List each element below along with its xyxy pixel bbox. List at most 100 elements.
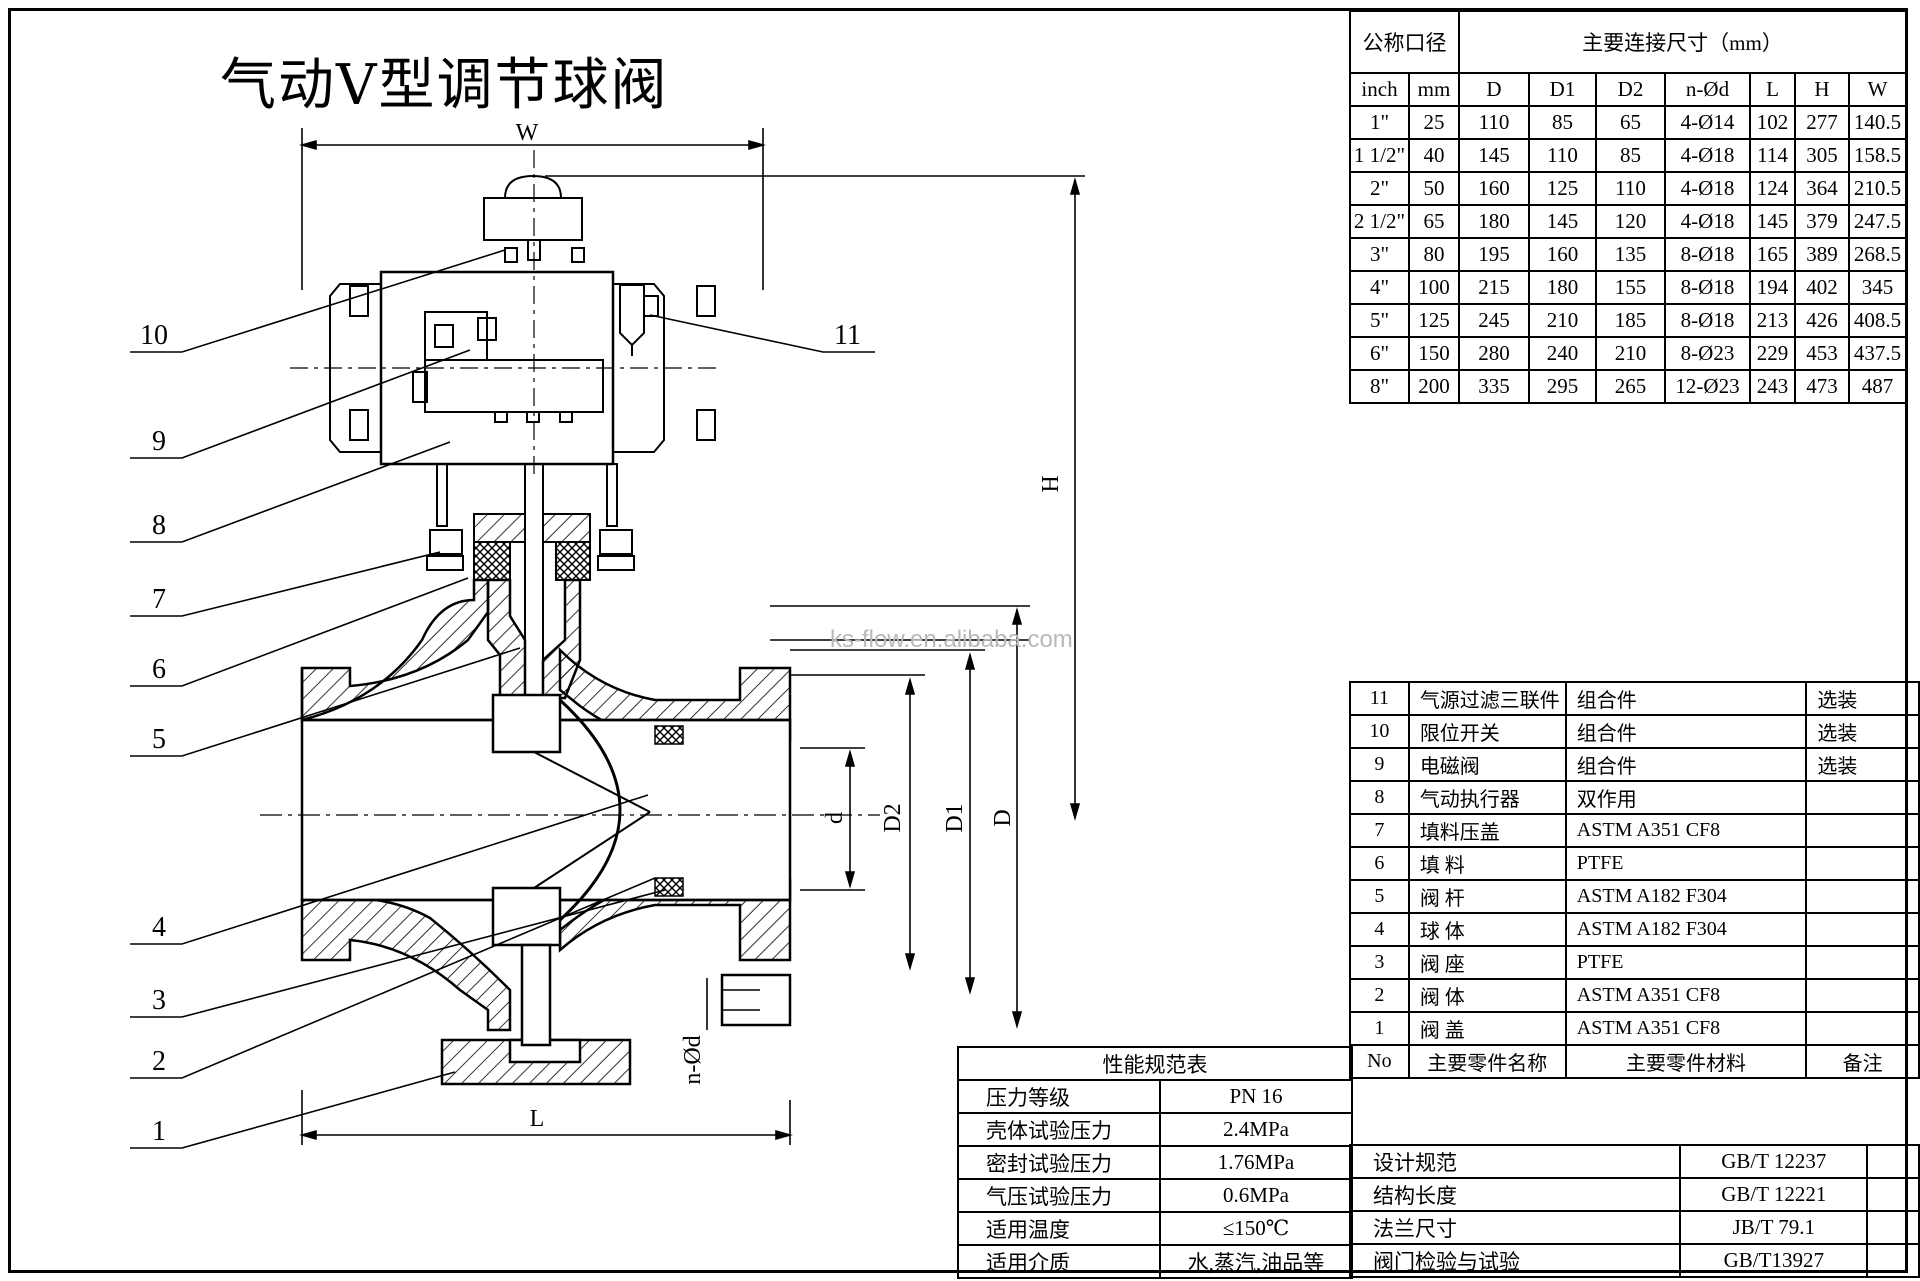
- parts-cell: 选装: [1805, 747, 1920, 782]
- dims-cell: 426: [1794, 303, 1850, 338]
- parts-header-cell: No: [1349, 1044, 1410, 1079]
- dims-cell: 5": [1349, 303, 1410, 338]
- parts-cell: 6: [1349, 846, 1410, 881]
- dims-group-bore: 公称口径: [1349, 10, 1460, 74]
- dims-cell: 6": [1349, 336, 1410, 371]
- parts-cell: ASTM A351 CF8: [1564, 813, 1808, 848]
- dims-cell: 158.5: [1848, 138, 1907, 173]
- performance-row: 适用介质水,蒸汽,油品等: [957, 1244, 1353, 1279]
- parts-cell: 5: [1349, 879, 1410, 914]
- callout-10: 10: [140, 320, 168, 351]
- dims-cell: 80: [1408, 237, 1460, 272]
- dim-label-bore: d: [822, 812, 848, 824]
- dims-cell: 210.5: [1848, 171, 1907, 206]
- parts-cell: 阀 体: [1407, 978, 1567, 1013]
- standards-spacer: [1866, 1243, 1920, 1278]
- dims-group-connection: 主要连接尺寸（mm）: [1458, 10, 1907, 74]
- parts-cell: ASTM A351 CF8: [1564, 978, 1808, 1013]
- standards-label: 阀门检验与试验: [1348, 1243, 1682, 1278]
- callout-1: 1: [152, 1116, 166, 1147]
- performance-title: 性能规范表: [957, 1046, 1353, 1081]
- dims-cell: 155: [1595, 270, 1666, 305]
- parts-cell: [1805, 945, 1920, 980]
- parts-cell: 填料压盖: [1407, 813, 1567, 848]
- dims-cell: 145: [1749, 204, 1796, 239]
- callout-6: 6: [152, 654, 166, 685]
- dims-cell: 102: [1749, 105, 1796, 140]
- parts-cell: 4: [1349, 912, 1410, 947]
- parts-cell: 1: [1349, 1011, 1410, 1046]
- dims-cell: 145: [1458, 138, 1530, 173]
- dims-cell: 65: [1408, 204, 1460, 239]
- callout-11: 11: [834, 320, 861, 351]
- dims-cell: 135: [1595, 237, 1666, 272]
- parts-cell: ASTM A182 F304: [1564, 879, 1808, 914]
- dim-label-l: L: [530, 1106, 545, 1132]
- dims-cell: 114: [1749, 138, 1796, 173]
- performance-value: 2.4MPa: [1159, 1112, 1353, 1147]
- callout-5: 5: [152, 724, 166, 755]
- parts-cell: 气源过滤三联件: [1407, 681, 1567, 716]
- dim-label-d2: D2: [880, 803, 906, 832]
- dim-label-h: H: [1038, 475, 1064, 492]
- dims-cell: 194: [1749, 270, 1796, 305]
- parts-cell: 阀 杆: [1407, 879, 1567, 914]
- dims-cell: 124: [1749, 171, 1796, 206]
- parts-cell: 填 料: [1407, 846, 1567, 881]
- dims-cell: 160: [1528, 237, 1597, 272]
- dim-label-d: D: [990, 809, 1016, 826]
- dims-cell: 389: [1794, 237, 1850, 272]
- standards-spacer: [1866, 1210, 1920, 1245]
- dims-cell: 120: [1595, 204, 1666, 239]
- dims-cell: 240: [1528, 336, 1597, 371]
- standards-value: JB/T 79.1: [1679, 1210, 1869, 1245]
- dims-cell: 473: [1794, 369, 1850, 404]
- standards-spacer: [1866, 1177, 1920, 1212]
- dims-cell: 200: [1408, 369, 1460, 404]
- dims-cell: 8-Ø18: [1664, 237, 1751, 272]
- dims-cell: 268.5: [1848, 237, 1907, 272]
- parts-cell: [1805, 1011, 1920, 1046]
- parts-cell: 11: [1349, 681, 1410, 716]
- dims-cell: 280: [1458, 336, 1530, 371]
- dims-cell: 125: [1528, 171, 1597, 206]
- performance-value: 1.76MPa: [1159, 1145, 1353, 1180]
- dims-cell: 213: [1749, 303, 1796, 338]
- dims-cell: 185: [1595, 303, 1666, 338]
- dims-cell: 453: [1794, 336, 1850, 371]
- dims-column-header: inch: [1349, 72, 1410, 107]
- performance-label: 适用温度: [957, 1211, 1161, 1246]
- dims-cell: 215: [1458, 270, 1530, 305]
- dimension-lines: [299, 128, 1085, 1145]
- dims-cell: 295: [1528, 369, 1597, 404]
- drawing-title: 气动V型调节球阀: [220, 53, 669, 118]
- parts-cell: 限位开关: [1407, 714, 1567, 749]
- parts-cell: [1805, 978, 1920, 1013]
- parts-cell: PTFE: [1564, 846, 1808, 881]
- dims-column-header: D2: [1595, 72, 1666, 107]
- dims-column-header: H: [1794, 72, 1850, 107]
- dims-column-header: L: [1749, 72, 1796, 107]
- dim-label-bolt-holes: n-Ød: [680, 1035, 706, 1084]
